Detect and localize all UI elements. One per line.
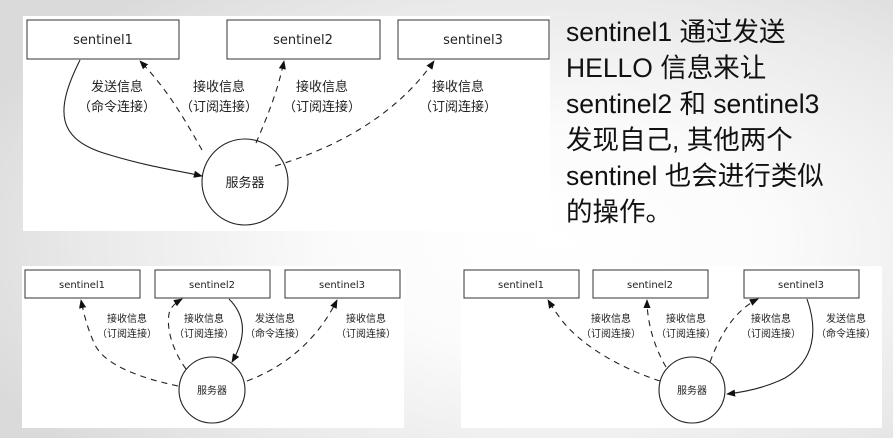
description-line: 发现自己, 其他两个 bbox=[566, 125, 793, 155]
node-sentinel3: sentinel3 bbox=[397, 19, 550, 60]
edge-label-subscribe-3: 接收信息 （订阅连接） bbox=[419, 79, 497, 115]
svg-text:（订阅连接）: （订阅连接） bbox=[97, 327, 157, 340]
svg-text:发送信息: 发送信息 bbox=[826, 312, 866, 325]
edge-label-command: 发送信息 （命令连接） bbox=[816, 312, 876, 340]
description-line: HELLO 信息来让 bbox=[566, 53, 767, 83]
server-node: 服务器 bbox=[658, 356, 726, 424]
edge-command-sentinel1-to-server bbox=[63, 59, 203, 178]
edge-command-sentinel2-to-server bbox=[228, 298, 243, 363]
node-label: sentinel1 bbox=[498, 280, 544, 291]
edge-label-subscribe-1: 接收信息 （订阅连接） bbox=[97, 312, 157, 340]
node-sentinel2: sentinel2 bbox=[592, 269, 709, 299]
edge-subscribe-server-to-sentinel3 bbox=[246, 299, 338, 382]
svg-text:（订阅连接）: （订阅连接） bbox=[174, 327, 234, 340]
svg-text:接收信息: 接收信息 bbox=[591, 312, 631, 325]
svg-text:接收信息: 接收信息 bbox=[346, 312, 386, 325]
svg-text:（订阅连接）: （订阅连接） bbox=[581, 327, 641, 340]
node-label: sentinel2 bbox=[627, 280, 673, 291]
edge-label-subscribe-3: 接收信息 （订阅连接） bbox=[336, 312, 396, 340]
description-line: sentinel 也会进行类似 bbox=[566, 161, 824, 191]
svg-text:接收信息: 接收信息 bbox=[193, 79, 245, 95]
edge-subscribe-server-to-sentinel1 bbox=[547, 299, 661, 382]
svg-text:（订阅连接）: （订阅连接） bbox=[283, 99, 361, 115]
svg-text:（订阅连接）: （订阅连接） bbox=[419, 99, 497, 115]
node-label: sentinel3 bbox=[778, 280, 824, 291]
node-label: sentinel2 bbox=[273, 33, 333, 48]
node-sentinel3: sentinel3 bbox=[743, 269, 860, 299]
node-label: sentinel3 bbox=[443, 33, 503, 48]
server-node: 服务器 bbox=[201, 138, 289, 226]
diagram-sender-sentinel2: sentinel1 sentinel2 sentinel3 服务器 接收信息 （… bbox=[24, 269, 401, 424]
node-label: sentinel3 bbox=[319, 280, 365, 291]
node-sentinel1: sentinel1 bbox=[24, 269, 141, 299]
svg-text:（订阅连接）: （订阅连接） bbox=[180, 99, 258, 115]
node-label: sentinel1 bbox=[73, 33, 133, 48]
edge-label-subscribe-2: 接收信息 （订阅连接） bbox=[283, 79, 361, 115]
svg-text:（订阅连接）: （订阅连接） bbox=[336, 327, 396, 340]
edge-subscribe-server-to-sentinel2 bbox=[643, 299, 667, 368]
diagram-sender-sentinel3: sentinel1 sentinel2 sentinel3 服务器 接收信息 （… bbox=[463, 269, 876, 424]
server-node: 服务器 bbox=[178, 356, 246, 424]
svg-text:（命令连接）: （命令连接） bbox=[816, 327, 876, 340]
edge-command-sentinel3-to-server bbox=[726, 298, 814, 397]
description-line: 的操作。 bbox=[566, 197, 672, 227]
node-sentinel3: sentinel3 bbox=[284, 269, 401, 299]
svg-text:接收信息: 接收信息 bbox=[751, 312, 791, 325]
svg-text:（订阅连接）: （订阅连接） bbox=[741, 327, 801, 340]
edge-label-subscribe-1: 接收信息 （订阅连接） bbox=[581, 312, 641, 340]
edge-label-command: 发送信息 （命令连接） bbox=[78, 79, 156, 115]
edge-label-subscribe-1: 接收信息 （订阅连接） bbox=[180, 79, 258, 115]
edge-label-command: 发送信息 （命令连接） bbox=[245, 312, 305, 340]
server-label: 服务器 bbox=[677, 384, 707, 397]
svg-text:发送信息: 发送信息 bbox=[255, 312, 295, 325]
svg-text:（命令连接）: （命令连接） bbox=[78, 99, 156, 115]
svg-text:接收信息: 接收信息 bbox=[432, 79, 484, 95]
node-label: sentinel1 bbox=[59, 280, 105, 291]
server-label: 服务器 bbox=[197, 384, 227, 397]
node-sentinel1: sentinel1 bbox=[26, 19, 180, 60]
svg-text:（订阅连接）: （订阅连接） bbox=[656, 327, 716, 340]
description-text: sentinel1 通过发送 HELLO 信息来让 sentinel2 和 se… bbox=[566, 14, 886, 230]
node-label: sentinel2 bbox=[189, 280, 235, 291]
node-sentinel2: sentinel2 bbox=[154, 269, 271, 299]
svg-text:接收信息: 接收信息 bbox=[296, 79, 348, 95]
server-label: 服务器 bbox=[225, 175, 264, 191]
svg-text:接收信息: 接收信息 bbox=[666, 312, 706, 325]
svg-text:（命令连接）: （命令连接） bbox=[245, 327, 305, 340]
description-line: sentinel2 和 sentinel3 bbox=[566, 89, 820, 119]
svg-text:接收信息: 接收信息 bbox=[107, 312, 147, 325]
edge-subscribe-server-to-sentinel3 bbox=[274, 60, 435, 167]
edge-label-subscribe-3: 接收信息 （订阅连接） bbox=[741, 312, 801, 340]
edge-subscribe-server-to-sentinel2 bbox=[255, 60, 286, 144]
edge-subscribe-server-to-sentinel1 bbox=[139, 60, 203, 151]
svg-text:发送信息: 发送信息 bbox=[91, 79, 143, 95]
edge-label-subscribe-2: 接收信息 （订阅连接） bbox=[174, 312, 234, 340]
node-sentinel2: sentinel2 bbox=[226, 19, 381, 60]
edge-subscribe-server-to-sentinel1 bbox=[79, 299, 179, 387]
description-line: sentinel1 通过发送 bbox=[566, 17, 786, 47]
node-sentinel1: sentinel1 bbox=[463, 269, 580, 299]
edge-label-subscribe-2: 接收信息 （订阅连接） bbox=[656, 312, 716, 340]
diagram-sender-sentinel1: sentinel1 sentinel2 sentinel3 服务器 发送信息 （… bbox=[26, 19, 550, 226]
svg-text:接收信息: 接收信息 bbox=[184, 312, 224, 325]
